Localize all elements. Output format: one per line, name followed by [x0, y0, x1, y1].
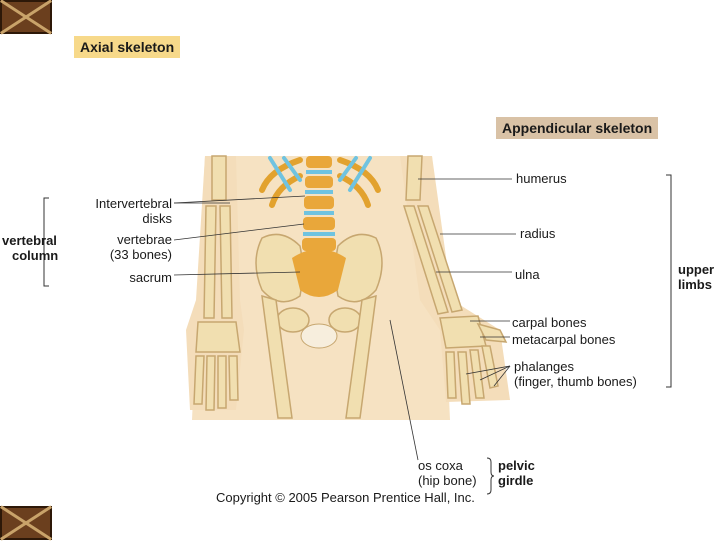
- upper-label: upper: [678, 262, 714, 277]
- humerus-label: humerus: [516, 171, 567, 186]
- intervertebral-label: Intervertebral: [70, 196, 172, 211]
- limbs-label: limbs: [678, 277, 712, 292]
- vertebrae-label: vertebrae: [70, 232, 172, 247]
- metacarpal-bones-label: metacarpal bones: [512, 332, 615, 347]
- disks-label: disks: [70, 211, 172, 226]
- pelvic-label: pelvic: [498, 458, 535, 473]
- bones-count-label: (33 bones): [70, 247, 172, 262]
- radius-label: radius: [520, 226, 555, 241]
- sacrum-label: sacrum: [70, 270, 172, 285]
- carpal-bones-label: carpal bones: [512, 315, 586, 330]
- hip-bone-label: (hip bone): [418, 473, 477, 488]
- phalanges-label: phalanges: [514, 359, 574, 374]
- girdle-label: girdle: [498, 473, 533, 488]
- ulna-label: ulna: [515, 267, 540, 282]
- copyright-text: Copyright © 2005 Pearson Prentice Hall, …: [216, 490, 475, 505]
- os-coxa-label: os coxa: [418, 458, 463, 473]
- finger-thumb-label: (finger, thumb bones): [514, 374, 637, 389]
- column-label: column: [12, 248, 58, 263]
- vertebral-label: vertebral: [2, 233, 57, 248]
